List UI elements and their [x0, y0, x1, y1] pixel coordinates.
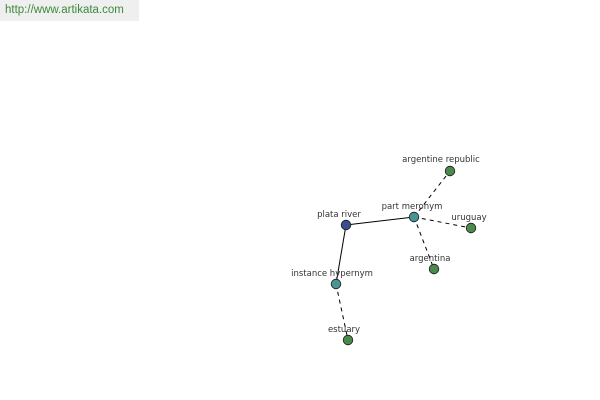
node-estuary[interactable]: estuary — [328, 325, 360, 346]
node-dot-uruguay[interactable] — [465, 222, 477, 234]
edge-part-meronym-to-uruguay — [413, 216, 472, 229]
node-dot-instance-hypernym[interactable] — [330, 278, 342, 290]
node-part-meronym[interactable]: part meronym — [382, 202, 443, 223]
node-label-argentina: argentina — [410, 254, 451, 264]
node-label-uruguay: uruguay — [451, 213, 486, 223]
node-label-estuary: estuary — [328, 325, 360, 335]
edges-layer — [335, 170, 472, 341]
edge-plata-river-to-part-meronym — [345, 216, 415, 226]
edge-instance-hypernym-to-estuary — [335, 283, 349, 341]
node-label-argentine-republic: argentine republic — [402, 155, 480, 165]
node-dot-argentine-republic[interactable] — [444, 165, 456, 177]
edge-part-meronym-to-argentine-republic — [413, 170, 451, 218]
node-uruguay[interactable]: uruguay — [451, 213, 487, 234]
node-argentina[interactable]: argentina — [410, 254, 451, 275]
node-argentine-republic[interactable]: argentine republic — [402, 155, 480, 177]
node-instance-hypernym[interactable]: instance hypernym — [291, 269, 373, 290]
node-dot-argentina[interactable] — [428, 263, 440, 275]
source-url-banner[interactable]: http://www.artikata.com — [0, 0, 139, 21]
edge-plata-river-to-instance-hypernym — [335, 224, 347, 285]
node-plata-river[interactable]: plata river — [317, 210, 361, 231]
node-label-part-meronym: part meronym — [382, 202, 443, 212]
node-dot-plata-river[interactable] — [340, 219, 352, 231]
node-dot-part-meronym[interactable] — [408, 211, 420, 223]
node-label-plata-river: plata river — [317, 210, 361, 220]
node-dot-estuary[interactable] — [342, 334, 354, 346]
edge-part-meronym-to-argentina — [413, 216, 435, 270]
nodes-layer: plata river part meronym instance hypernym… — [291, 155, 487, 346]
node-label-instance-hypernym: instance hypernym — [291, 269, 373, 279]
